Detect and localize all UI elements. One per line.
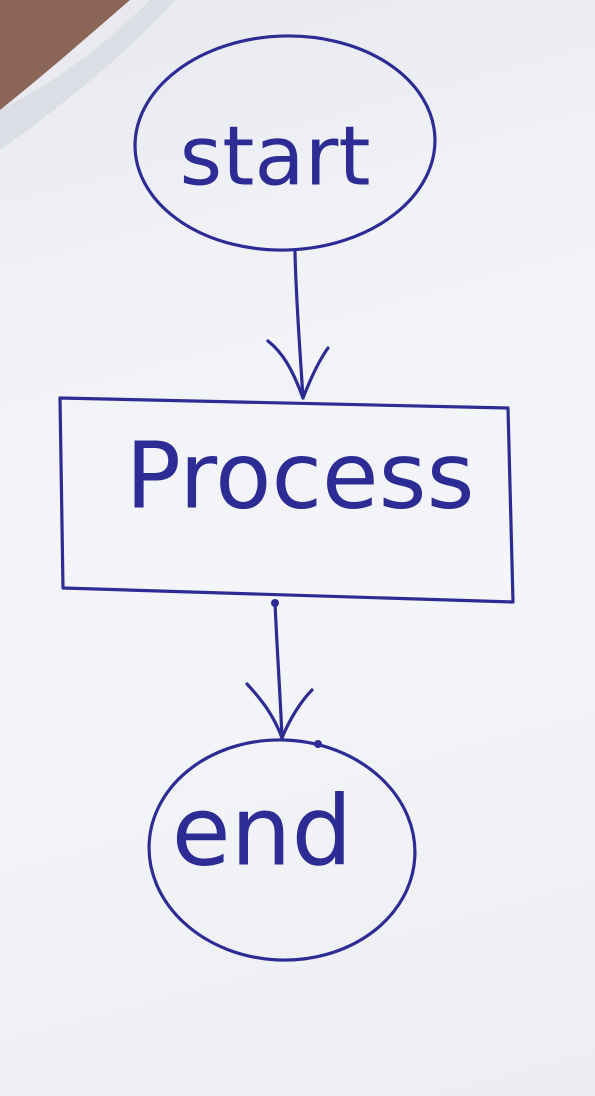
edge-process-end-arrowhead (245, 682, 314, 740)
edge-start-process-arrowhead (266, 339, 330, 400)
process-node-rect (58, 396, 515, 604)
edge-process-end-line (273, 600, 284, 740)
edge-start-process-line (293, 250, 305, 400)
start-node-label: start (180, 109, 371, 204)
start-node-circle (133, 34, 437, 252)
end-node-circle (147, 738, 417, 962)
process-bottom-dot (271, 599, 279, 607)
corner-shadow (0, 0, 130, 110)
process-node-label: Process (126, 422, 475, 529)
end-node-label: end (172, 775, 353, 887)
end-top-dot (314, 740, 322, 748)
paper-fold-shadow (0, 0, 175, 150)
